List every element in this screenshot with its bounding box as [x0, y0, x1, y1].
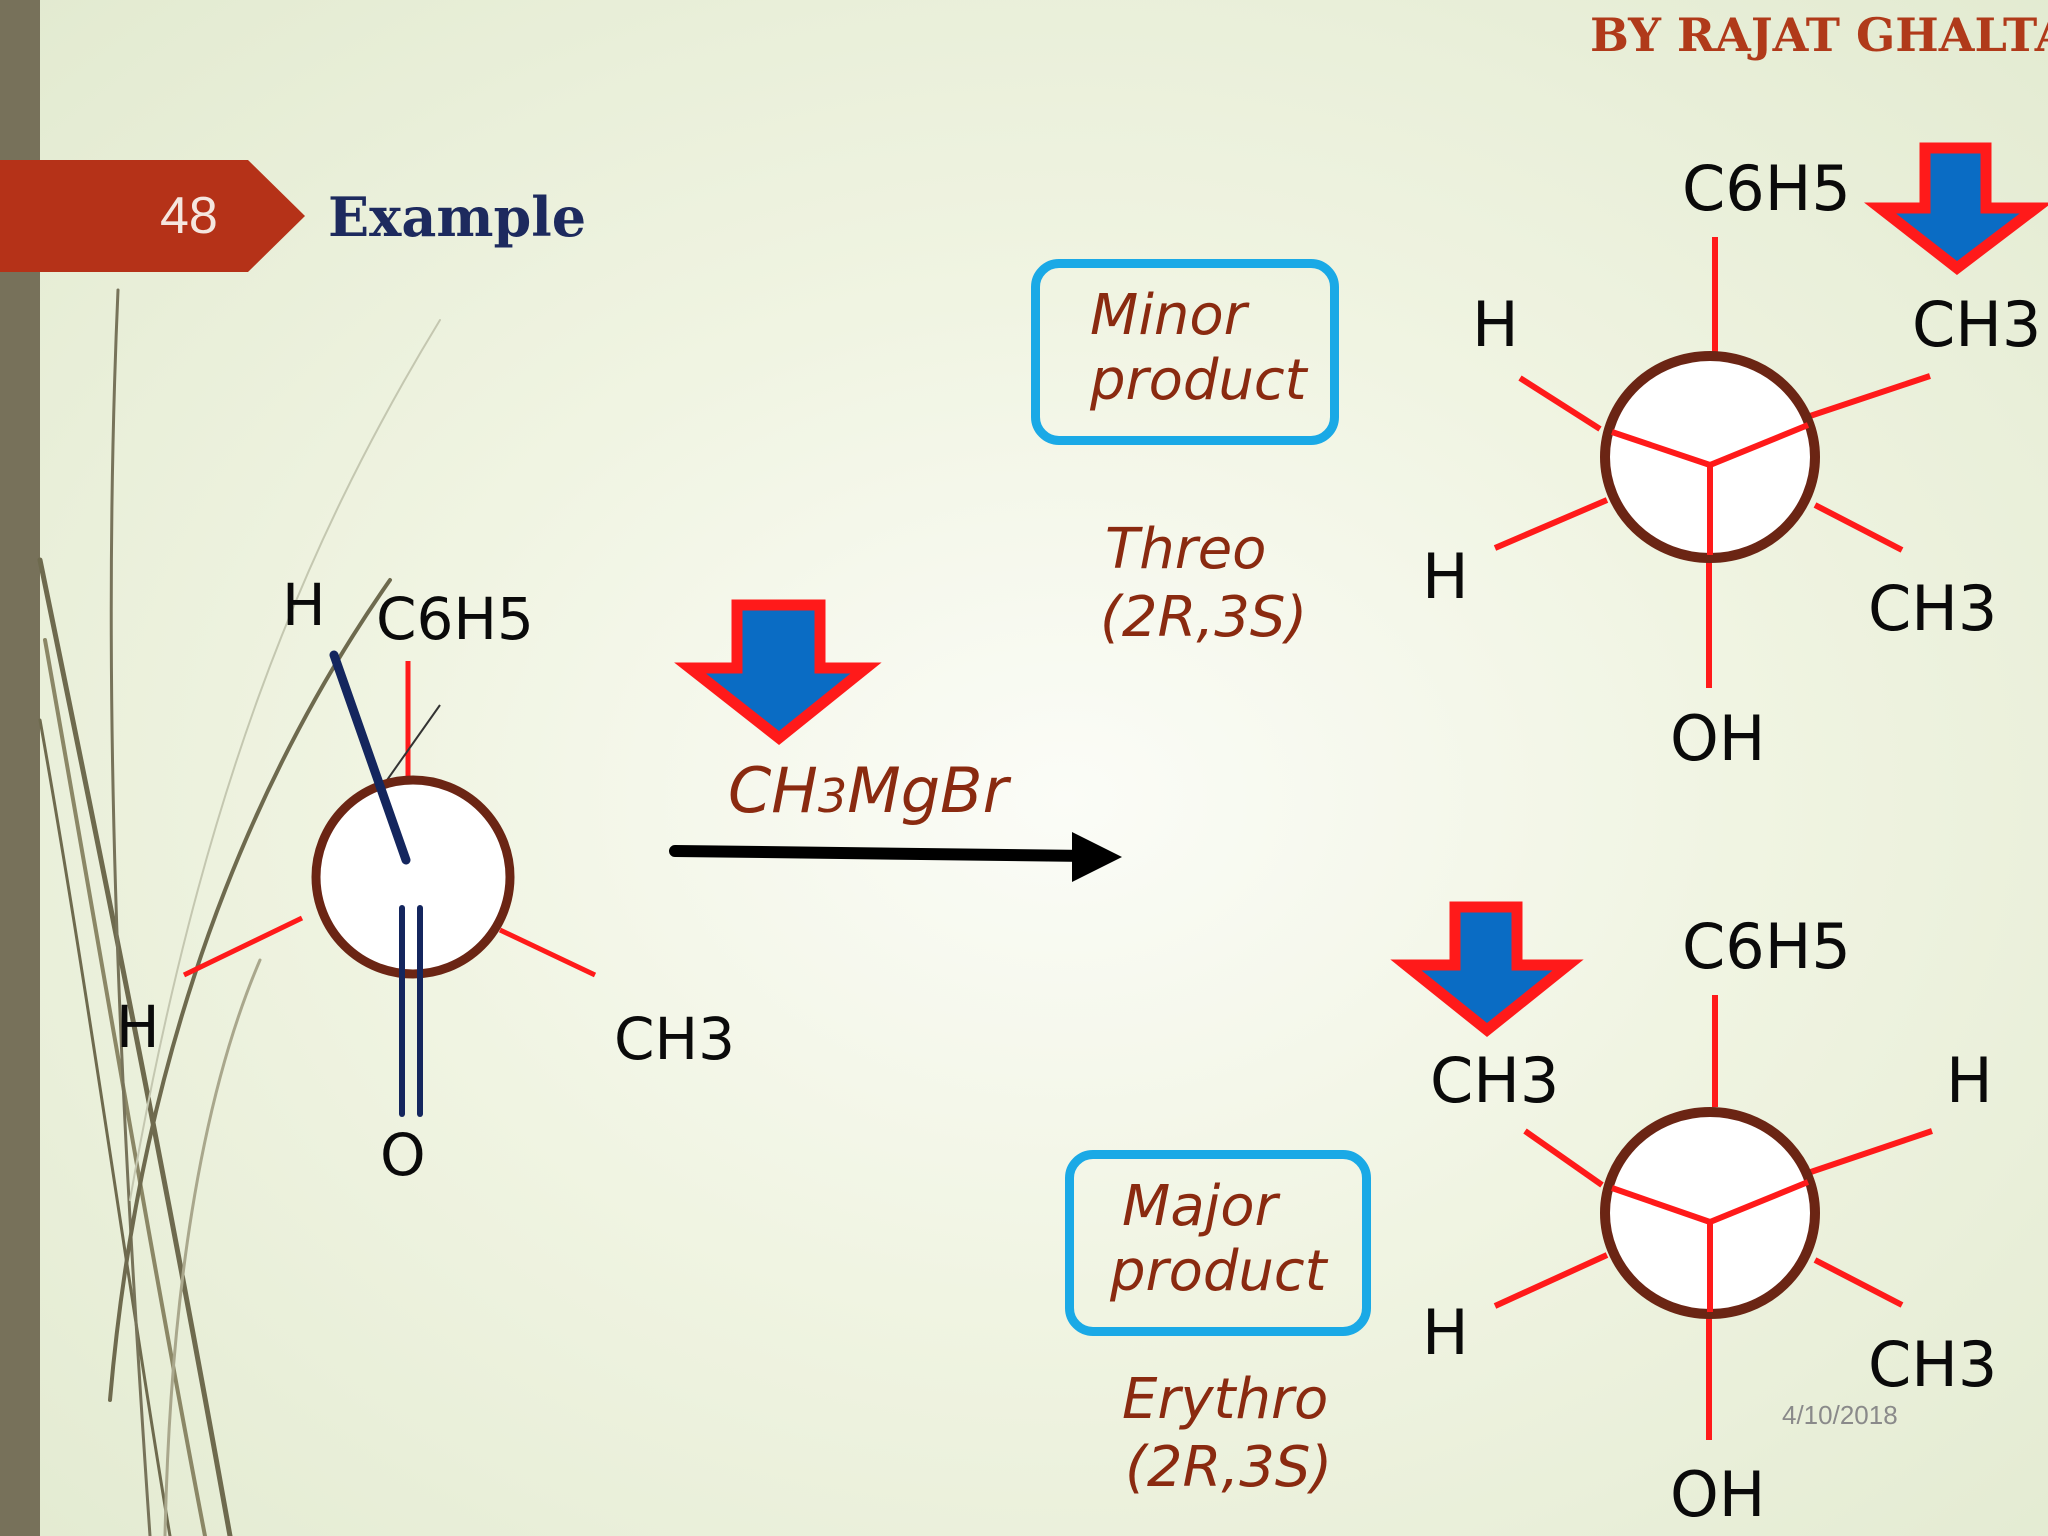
reactant-atom-h-left: H: [116, 993, 160, 1061]
minor-product-box: Minor product: [1031, 259, 1339, 445]
major-atom-ch3-lower: CH3: [1868, 1328, 1998, 1401]
major-atom-c6h5: C6H5: [1682, 910, 1851, 983]
down-arrow-icon: [1863, 142, 2048, 275]
minor-atom-h-upper: H: [1472, 288, 1519, 361]
reaction-arrow-icon: [669, 832, 1122, 882]
major-atom-oh: OH: [1670, 1458, 1766, 1531]
minor-box-line2: product: [1090, 348, 1307, 413]
major-box-line1: Major: [1122, 1174, 1278, 1239]
down-arrow-icon: [1390, 901, 1584, 1038]
slide-title: Example: [328, 185, 587, 249]
bond-ch3: [498, 927, 597, 978]
down-arrow-icon: [674, 599, 882, 746]
threo-label: Threo: [1105, 517, 1267, 582]
reactant-atom-o: O: [380, 1121, 426, 1189]
author-credit: BY RAJAT GHALTA: [1590, 8, 2048, 62]
major-atom-h-upper: H: [1946, 1044, 1993, 1117]
major-product-box: Major product: [1065, 1150, 1371, 1336]
slide-number: 48: [160, 187, 218, 245]
reagent-part-mgbr: MgBr: [847, 754, 1009, 827]
minor-product-newman: [1493, 237, 1931, 688]
threo-configuration: (2R,3S): [1100, 585, 1308, 650]
reactant-atom-ch3: CH3: [614, 1005, 736, 1073]
rear-carbon-circle: [311, 775, 515, 979]
reactant-atom-h-top: H: [282, 571, 326, 639]
bond-h-top: [329, 650, 411, 865]
slide-number-banner: [0, 160, 305, 272]
minor-box-line1: Minor: [1090, 283, 1247, 348]
reagent-part-3: 3: [817, 769, 848, 823]
minor-atom-c6h5: C6H5: [1682, 152, 1851, 225]
major-atom-h-lower: H: [1422, 1296, 1469, 1369]
reactant-atom-c6h5: C6H5: [376, 585, 534, 653]
reagent-part-ch: CH: [728, 754, 818, 827]
reagent-formula: CH3MgBr: [728, 760, 1008, 822]
decorative-curves: [37, 288, 441, 1536]
major-atom-ch3-upper: CH3: [1430, 1044, 1560, 1117]
thin-bond: [379, 704, 441, 791]
minor-atom-ch3-upper: CH3: [1912, 288, 2042, 361]
major-box-line2: product: [1110, 1239, 1327, 1304]
major-product-newman: [1493, 995, 1933, 1440]
erythro-configuration: (2R,3S): [1125, 1435, 1333, 1500]
slide-date: 4/10/2018: [1782, 1400, 1898, 1430]
erythro-label: Erythro: [1122, 1367, 1329, 1432]
minor-atom-oh: OH: [1670, 702, 1766, 775]
reactant-newman: [182, 650, 597, 1117]
minor-atom-h-lower: H: [1422, 540, 1469, 613]
minor-atom-ch3-lower: CH3: [1868, 572, 1998, 645]
bond-h-left: [182, 915, 304, 978]
